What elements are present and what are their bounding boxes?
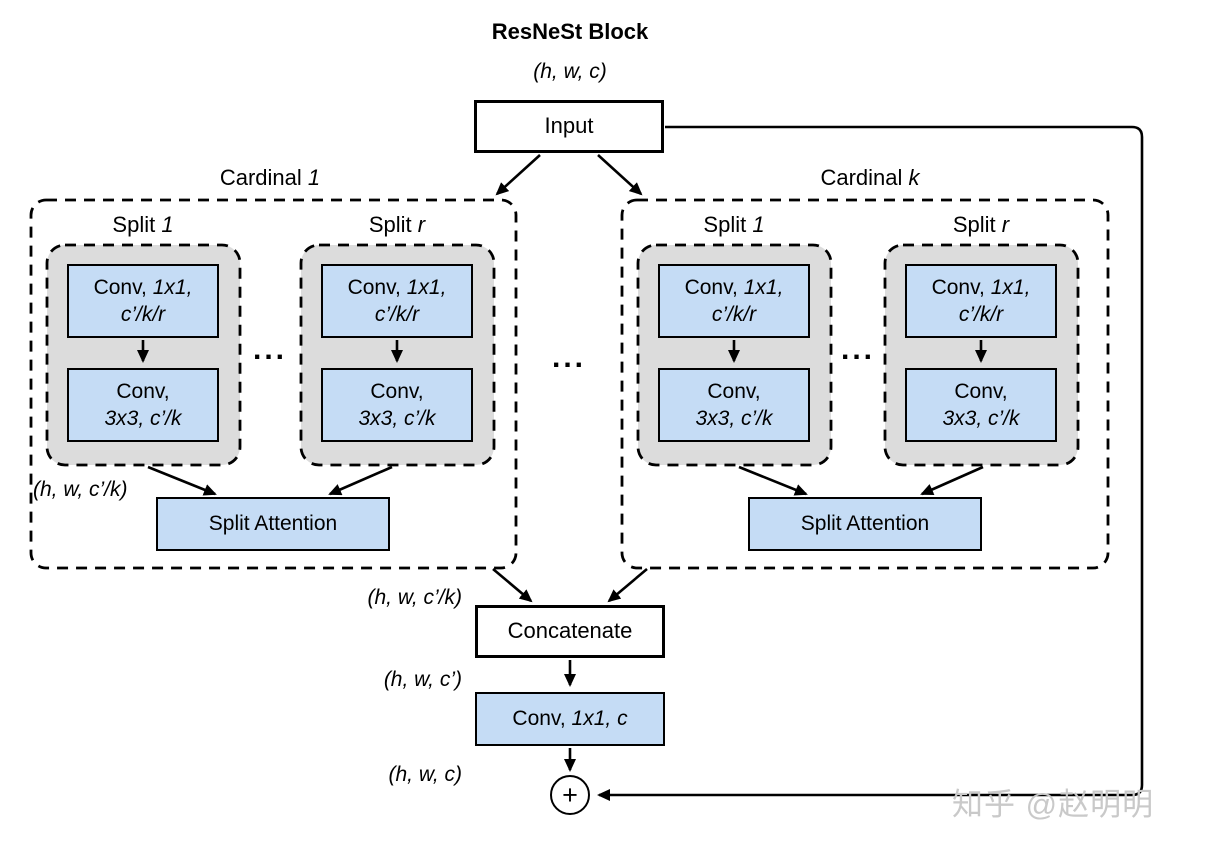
cardinal-k-split-r-label: Split r xyxy=(952,212,1010,237)
arrow-cks1-to-attention xyxy=(738,465,808,496)
cardinal-k-split-1-conv1x1-box: Conv, 1x1, c’/k/r xyxy=(658,264,810,338)
cardinal-1-split-r-conv3x3-box: Conv, 3x3, c’/k xyxy=(321,368,473,442)
cardinal-1-split-1-conv3x3-box: Conv, 3x3, c’/k xyxy=(67,368,219,442)
between-cardinals-ellipsis: ... xyxy=(551,341,586,374)
input-box: Input xyxy=(474,100,664,153)
cardinal-k-split-r-conv3x3-box: Conv, 3x3, c’/k xyxy=(905,368,1057,442)
elementwise-add-circle: + xyxy=(550,775,590,815)
final-output-shape-label: (h, w, c) xyxy=(388,763,462,786)
arrow-cksr-to-attention xyxy=(920,465,984,496)
cardinal-k-label: Cardinal k xyxy=(820,165,920,190)
cardinal-k-split-1-conv3x3-box: Conv, 3x3, c’/k xyxy=(658,368,810,442)
arrow-c1s1-to-attention xyxy=(147,465,217,496)
cardinal-1-ellipsis: ... xyxy=(252,333,287,366)
cardinal-k-border xyxy=(620,198,1110,570)
cardinal-1-label: Cardinal 1 xyxy=(219,165,321,190)
cardinal-1-split-r-label: Split r xyxy=(368,212,426,237)
cardinal-1-split-1-conv1x1-box: Conv, 1x1, c’/k/r xyxy=(67,264,219,338)
arrow-input-to-cardinal-k xyxy=(597,154,643,196)
arrow-input-to-cardinal-1 xyxy=(495,154,541,196)
cardinal-k-split-attention-box: Split Attention xyxy=(748,497,982,551)
arrow-c1sr-to-attention xyxy=(328,465,393,496)
cardinal-k-ellipsis: ... xyxy=(840,333,875,366)
input-label: Input xyxy=(544,113,594,139)
plus-icon: + xyxy=(562,779,578,810)
cardinal-k-split-r-conv1x1-box: Conv, 1x1, c’/k/r xyxy=(905,264,1057,338)
concat-input-shape-label: (h, w, c’/k) xyxy=(367,586,462,609)
diagram-title: ResNeSt Block xyxy=(491,19,649,44)
cardinal-1-border xyxy=(29,198,518,570)
concatenate-box: Concatenate xyxy=(475,605,665,658)
skip-connection xyxy=(597,125,1144,801)
cardinal-1-split-1-label: Split 1 xyxy=(112,212,174,237)
cardinal-1-split-r-conv1x1-box: Conv, 1x1, c’/k/r xyxy=(321,264,473,338)
input-shape-label: (h, w, c) xyxy=(533,60,607,83)
concat-output-shape-label: (h, w, c’) xyxy=(383,668,462,691)
cardinal-1-shape-label: (h, w, c’/k) xyxy=(33,478,128,501)
arrow-cardinal-k-to-concat xyxy=(607,568,648,603)
arrow-cardinal-1-to-concat xyxy=(492,568,533,603)
conv1x1c-box: Conv, 1x1, c xyxy=(475,692,665,746)
cardinal-1-split-attention-box: Split Attention xyxy=(156,497,390,551)
watermark: 知乎 @赵明明 xyxy=(952,787,1155,822)
cardinal-k-split-1-label: Split 1 xyxy=(703,212,765,237)
